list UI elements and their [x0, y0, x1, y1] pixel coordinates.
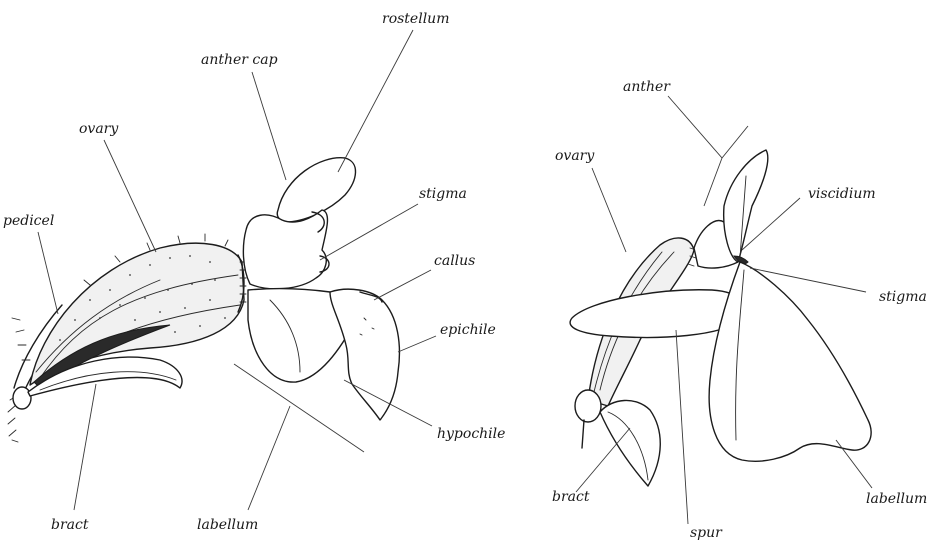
right-labellum	[709, 262, 871, 461]
label-anther: anther	[623, 79, 670, 95]
right-anther	[724, 150, 768, 262]
right-bract	[600, 400, 660, 486]
label-labellum-right: labellum	[866, 491, 927, 507]
left-column	[243, 210, 327, 289]
left-epichile	[330, 289, 399, 420]
label-epichile: epichile	[440, 322, 496, 338]
label-ovary-right: ovary	[555, 148, 594, 164]
label-callus: callus	[434, 253, 475, 269]
label-labellum-left: labellum	[197, 517, 258, 533]
label-hypochile: hypochile	[437, 426, 505, 442]
label-viscidium: viscidium	[808, 186, 876, 202]
left-flower-drawing	[8, 158, 399, 442]
label-anther-cap: anther cap	[201, 52, 278, 68]
label-spur: spur	[690, 525, 722, 541]
label-bract-right: bract	[552, 489, 589, 505]
label-stigma-right: stigma	[879, 289, 927, 305]
left-stem-node	[13, 387, 31, 409]
label-bract-left: bract	[51, 517, 88, 533]
label-ovary-left: ovary	[79, 121, 118, 137]
label-pedicel: pedicel	[3, 213, 54, 229]
label-rostellum: rostellum	[382, 11, 449, 27]
right-stem-node	[575, 390, 601, 422]
label-stigma-left: stigma	[419, 186, 467, 202]
